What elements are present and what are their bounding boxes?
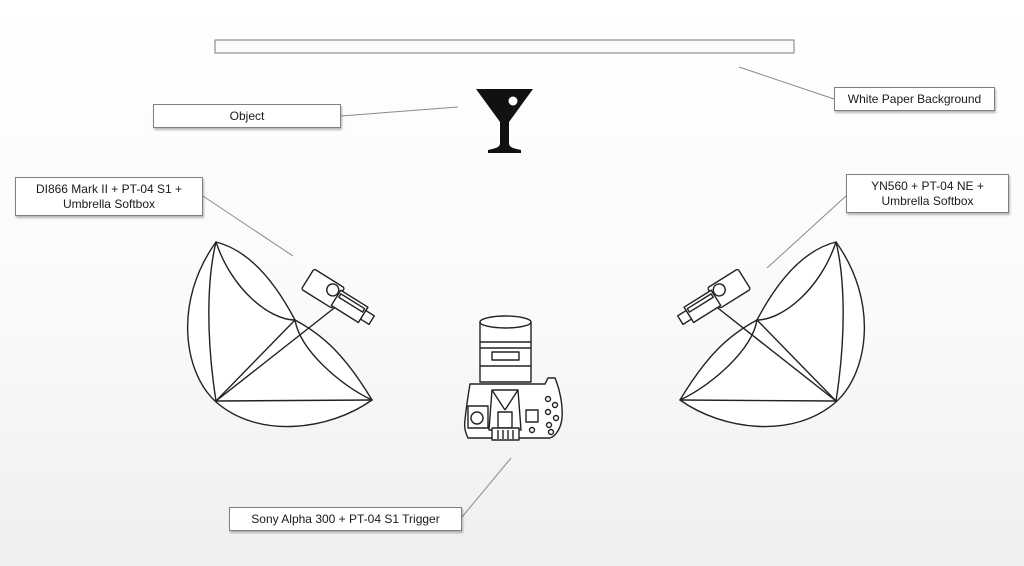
leader-left-flash <box>202 195 294 257</box>
paper-backdrop-bar <box>214 39 795 54</box>
leader-camera <box>461 457 512 518</box>
left-flash-label: DI866 Mark II + PT-04 S1 + Umbrella Soft… <box>15 177 203 216</box>
background-label: White Paper Background <box>834 87 995 111</box>
right-flash-label: YN560 + PT-04 NE + Umbrella Softbox <box>846 174 1009 213</box>
leader-object <box>340 106 459 117</box>
umbrella-flash-icon <box>676 241 865 428</box>
leader-right-flash <box>766 195 847 269</box>
dslr-camera-icon <box>463 315 563 441</box>
leader-background <box>738 66 835 100</box>
martini-glass-icon <box>476 89 533 153</box>
leader-lines <box>202 66 847 518</box>
camera-label: Sony Alpha 300 + PT-04 S1 Trigger <box>229 507 462 531</box>
object-label: Object <box>153 104 341 128</box>
umbrella-flash-icon <box>187 241 376 428</box>
